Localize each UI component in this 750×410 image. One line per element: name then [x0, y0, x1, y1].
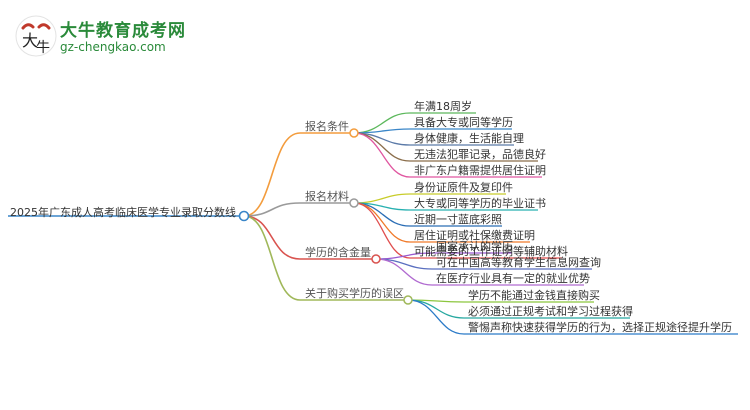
leaf-label: 必须通过正规考试和学习过程获得	[468, 305, 633, 318]
root-node-circle	[238, 210, 250, 222]
leaf-label: 近期一寸蓝底彩照	[414, 213, 502, 226]
leaf-label: 非广东户籍需提供居住证明	[414, 164, 546, 177]
branch-connector	[243, 132, 301, 217]
leaf-label: 学历不能通过金钱直接购买	[468, 289, 600, 302]
leaf-label: 居住证明或社保缴费证明	[414, 229, 535, 242]
svg-text:牛: 牛	[36, 40, 50, 56]
leaf-label: 身体健康，生活能自理	[414, 132, 524, 145]
leaf-label: 大专或同等学历的毕业证书	[414, 197, 546, 210]
root-topic: 2025年广东成人高考临床医学专业录取分数线	[10, 206, 236, 219]
logo-ox-icon: 大 牛	[15, 15, 57, 57]
logo-url: gz-chengkao.com	[60, 40, 166, 54]
site-logo[interactable]: 大 牛 大牛教育成考网 gz-chengkao.com	[14, 14, 185, 60]
leaf-connector	[353, 112, 411, 134]
leaf-connector	[353, 128, 411, 134]
branch-node-circle	[349, 128, 359, 138]
branch-label: 报名材料	[305, 190, 349, 203]
leaf-connector	[353, 132, 411, 178]
leaf-connector	[353, 132, 411, 162]
leaf-label: 年满18周岁	[414, 100, 472, 113]
leaf-connector	[353, 202, 411, 243]
leaf-label: 具备大专或同等学历	[414, 116, 513, 129]
branch-node-circle	[403, 295, 413, 305]
branch-node-circle	[349, 198, 359, 208]
logo-title: 大牛教育成考网	[60, 21, 186, 41]
leaf-connector	[353, 193, 411, 204]
leaf-label: 可在中国高等教育学生信息网查询	[436, 256, 601, 269]
branch-label: 关于购买学历的误区	[305, 287, 404, 300]
leaf-connector	[407, 299, 465, 335]
leaf-label: 无违法犯罪记录，品德良好	[414, 148, 546, 161]
leaf-connector	[375, 258, 433, 286]
branch-connector	[243, 215, 301, 260]
branch-connector	[243, 202, 301, 217]
leaf-label: 身份证原件及复印件	[414, 181, 513, 194]
leaf-label: 警惕声称快速获得学历的行为，选择正规途径提升学历	[468, 321, 732, 334]
svg-text:大: 大	[22, 31, 38, 50]
leaf-label: 国家承认的学历	[436, 240, 513, 253]
branch-connector	[243, 215, 301, 301]
branch-node-circle	[371, 254, 381, 264]
branch-label: 学历的含金量	[305, 246, 371, 259]
leaf-label: 可能需要的工作证明等辅助材料	[414, 245, 568, 258]
leaf-label: 在医疗行业具有一定的就业优势	[436, 272, 590, 285]
branch-label: 报名条件	[305, 120, 349, 133]
